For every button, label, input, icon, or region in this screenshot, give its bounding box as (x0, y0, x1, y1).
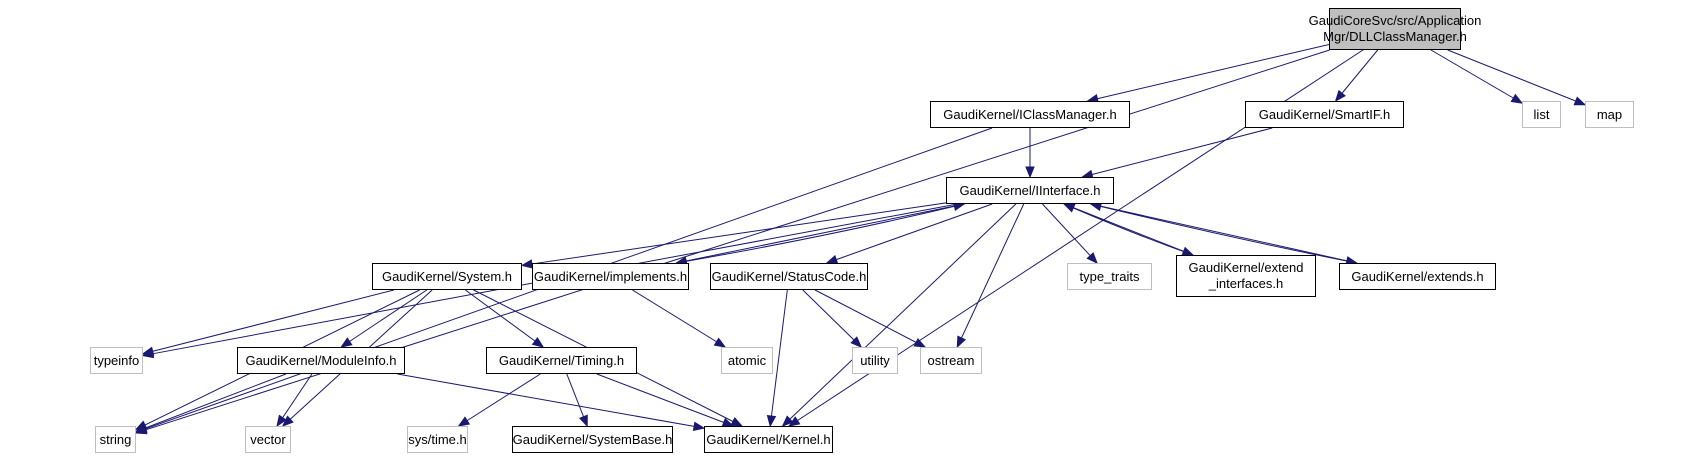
node-ostream: ostream (920, 347, 982, 374)
arrowhead-extend_interfaces-to-iinterface (1062, 203, 1076, 213)
node-string: string (95, 426, 136, 453)
arrowhead-moduleinfo-to-string (134, 423, 148, 433)
edge-system-to-timing (465, 289, 544, 348)
edge-root-to-map (1447, 49, 1586, 106)
arrowhead-iinterface-to-kernel (781, 415, 794, 427)
edge-smartif-to-iinterface (1082, 127, 1273, 178)
edge-timing-to-systime (458, 373, 541, 427)
node-iclassmanager-h[interactable]: GaudiKernel/IClassManager.h (930, 101, 1130, 128)
node-kernel-h[interactable]: GaudiKernel/Kernel.h (704, 426, 833, 453)
edge-iinterface-to-kernel (782, 203, 1017, 427)
arrowhead-system-to-timing (531, 336, 545, 348)
node-atomic: atomic (721, 347, 773, 374)
arrowhead-statuscode-to-utility (850, 336, 863, 348)
edge-system-to-typeinfo (142, 289, 395, 355)
node-vector: vector (245, 426, 291, 453)
edge-iinterface-to-implements (676, 203, 965, 264)
edge-iinterface-to-extend_interfaces (1063, 203, 1194, 256)
arrowhead-moduleinfo-to-kernel (692, 421, 706, 431)
edge-extends-to-iinterface (1090, 203, 1357, 264)
node-system-h[interactable]: GaudiKernel/System.h (372, 263, 522, 290)
node-extend-interfaces-h[interactable]: GaudiKernel/extend _interfaces.h (1176, 255, 1316, 297)
node-implements-h[interactable]: GaudiKernel/implements.h (532, 263, 689, 290)
arrowhead-iinterface-to-ostream (956, 335, 966, 349)
edge-root-to-string (135, 49, 1330, 434)
node-smartif-h[interactable]: GaudiKernel/SmartIF.h (1245, 101, 1404, 128)
arrowhead-system-to-vector (281, 415, 294, 427)
arrowhead-system-to-moduleinfo (340, 337, 353, 348)
edge-iinterface-to-statuscode (826, 203, 993, 264)
edge-system-to-moduleinfo (340, 289, 428, 348)
node-moduleinfo-h[interactable]: GaudiKernel/ModuleInfo.h (237, 347, 405, 374)
edge-extend_interfaces-to-iinterface (1063, 203, 1194, 256)
arrowhead-iclassmanager-to-iinterface (1025, 166, 1035, 179)
edge-statuscode-to-ostream (814, 289, 926, 348)
node-systembase-h[interactable]: GaudiKernel/SystemBase.h (512, 426, 673, 453)
arrowhead-statuscode-to-ostream (913, 337, 927, 348)
node-dllclassmanager-h[interactable]: GaudiCoreSvc/src/Application Mgr/DLLClas… (1309, 8, 1481, 50)
edge-moduleinfo-to-string (135, 373, 287, 433)
node-list: list (1522, 101, 1561, 128)
arrowhead-timing-to-systime (457, 416, 471, 427)
edge-root-to-list (1430, 49, 1523, 104)
arrowhead-iinterface-to-system (520, 259, 534, 269)
edge-iinterface-to-extends (1090, 203, 1357, 264)
arrowhead-timing-to-systembase (578, 414, 588, 428)
edge-implements-to-iinterface (676, 203, 965, 264)
node-typeinfo: typeinfo (90, 347, 143, 374)
edge-timing-to-kernel (596, 373, 734, 427)
arrowhead-root-to-list (1510, 93, 1524, 104)
edge-implements-to-atomic (632, 289, 726, 348)
edge-moduleinfo-to-kernel (397, 373, 705, 429)
arrowhead-moduleinfo-to-vector (276, 414, 287, 428)
arrowhead-root-to-map (1573, 96, 1587, 106)
arrowhead-statuscode-to-kernel (766, 414, 777, 428)
node-extends-h[interactable]: GaudiKernel/extends.h (1339, 263, 1496, 290)
arrowhead-implements-to-atomic (713, 337, 727, 348)
node-statuscode-h[interactable]: GaudiKernel/StatusCode.h (710, 263, 868, 290)
edge-root-to-iclassmanager (1087, 43, 1330, 102)
node-sys-time-h: sys/time.h (407, 426, 468, 453)
edge-iinterface-to-ostream (956, 203, 1025, 348)
node-iinterface-h[interactable]: GaudiKernel/IInterface.h (946, 177, 1114, 204)
node-map: map (1585, 101, 1634, 128)
edge-statuscode-to-kernel (769, 289, 788, 427)
arrowhead-iinterface-to-type_traits (1086, 252, 1098, 264)
arrowhead-system-to-kernel (730, 417, 744, 427)
edge-iinterface-to-system (521, 202, 947, 266)
node-utility: utility (852, 347, 898, 374)
node-timing-h[interactable]: GaudiKernel/Timing.h (486, 347, 637, 374)
arrowhead-system-to-typeinfo (141, 346, 155, 356)
node-type-traits: type_traits (1067, 263, 1152, 290)
arrowhead-root-to-smartif (1334, 89, 1346, 103)
